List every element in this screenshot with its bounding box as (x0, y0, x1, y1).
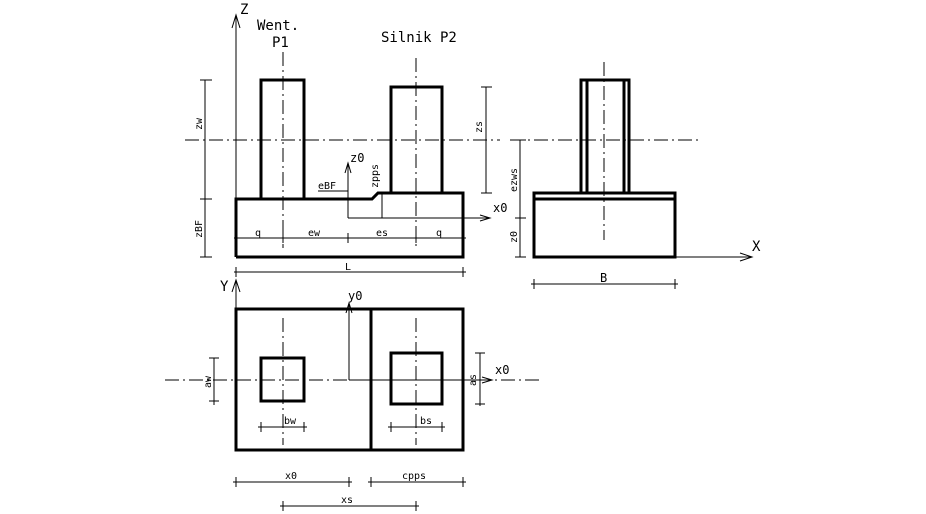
b-label: B (600, 271, 607, 285)
z0-label: z0 (350, 151, 364, 165)
bw-label: bw (284, 416, 297, 427)
front-base-block (234, 191, 465, 259)
y-axis-arrowhead (231, 278, 241, 293)
axis-x-label: X (752, 239, 761, 255)
front-view: Z Went. P1 Silnik P2 z0 x0 eBF zpps zw z… (185, 2, 507, 277)
axis-z-label: Z (240, 2, 248, 18)
z0-arrowhead (344, 161, 352, 174)
x0-arrowhead (479, 214, 492, 222)
plan-view: Y y0 x0 aw as bw bs x0 cpps xs (165, 278, 540, 511)
plan-x0-label: x0 (495, 363, 509, 377)
zs-label: zs (474, 121, 485, 133)
ebf-label: eBF (318, 181, 336, 192)
x0-right-label: x0 (493, 201, 507, 215)
z0-side-label: z0 (509, 231, 520, 243)
ezws-label: ezws (509, 168, 520, 192)
x0-dim-label: x0 (285, 471, 297, 482)
bs-label: bs (420, 416, 432, 427)
y0-label: y0 (348, 289, 362, 303)
l-label: L (345, 262, 351, 273)
axis-y-label: Y (220, 279, 229, 295)
cpps-label: cpps (402, 471, 426, 482)
x-axis-arrowhead (739, 252, 754, 262)
side-motor-column (579, 78, 631, 195)
z-axis-arrowhead (231, 13, 241, 29)
ew-label: ew (308, 228, 321, 239)
zpps-label: zpps (370, 164, 381, 188)
xs-label: xs (341, 495, 353, 506)
zbf-label: zBF (194, 220, 205, 238)
q-left-label: q (255, 228, 261, 239)
q-right-label: q (436, 228, 442, 239)
fan-id-label: P1 (272, 35, 289, 51)
aw-label: aw (203, 375, 214, 388)
zw-label: zw (194, 117, 205, 130)
es-label: es (376, 228, 388, 239)
fan-label: Went. (257, 18, 299, 34)
plan-x0-arrowhead (481, 376, 494, 384)
y0-arrowhead (345, 301, 353, 314)
motor-label: Silnik P2 (381, 30, 457, 46)
as-label: as (468, 374, 479, 386)
side-view: X ezws z0 B (509, 62, 761, 289)
